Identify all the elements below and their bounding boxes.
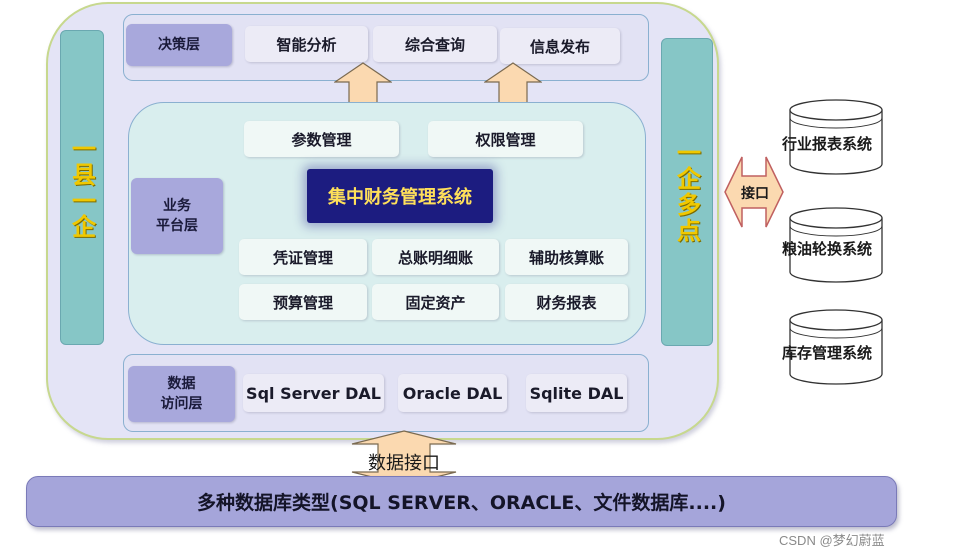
system-grain-rotation: 粮油轮换系统 — [782, 240, 873, 258]
decision-item-publish: 信息发布 — [500, 28, 620, 64]
business-item-permissions: 权限管理 — [428, 121, 583, 157]
business-item-budget: 预算管理 — [239, 284, 367, 320]
dal-sqlite: Sqlite DAL — [526, 374, 627, 412]
business-item-assets: 固定资产 — [372, 284, 499, 320]
data-access-layer-tag: 数据 访问层 — [128, 366, 235, 422]
database-cylinder-icon — [789, 99, 883, 175]
system-inventory: 库存管理系统 — [782, 344, 873, 362]
business-item-ledger: 总账明细账 — [372, 239, 499, 275]
core-system: 集中财务管理系统 — [307, 169, 493, 223]
dal-oracle: Oracle DAL — [398, 374, 507, 412]
business-item-auxiliary: 辅助核算账 — [505, 239, 628, 275]
interface-arrow-icon — [724, 156, 784, 228]
up-arrow-icon — [334, 62, 392, 104]
decision-layer-tag: 决策层 — [126, 24, 232, 66]
database-types-bar: 多种数据库类型(SQL SERVER、ORACLE、文件数据库....) — [26, 476, 897, 527]
system-industry-report: 行业报表系统 — [782, 135, 873, 153]
data-interface-label: 数据接口 — [368, 453, 440, 474]
decision-item-analysis: 智能分析 — [245, 26, 368, 62]
side-label-right: 一企多点 — [661, 38, 713, 346]
database-cylinder-icon — [789, 309, 883, 385]
business-item-voucher: 凭证管理 — [239, 239, 367, 275]
side-label-left: 一县一企 — [60, 30, 104, 345]
interface-label: 接口 — [741, 186, 769, 202]
business-item-reports: 财务报表 — [505, 284, 628, 320]
business-item-parameters: 参数管理 — [244, 121, 399, 157]
dal-sqlserver: Sql Server DAL — [243, 374, 384, 412]
watermark: CSDN @梦幻蔚蓝 — [779, 533, 885, 548]
business-layer-tag: 业务 平台层 — [131, 178, 223, 254]
up-arrow-icon — [484, 62, 542, 104]
database-cylinder-icon — [789, 207, 883, 283]
decision-item-query: 综合查询 — [373, 26, 497, 62]
